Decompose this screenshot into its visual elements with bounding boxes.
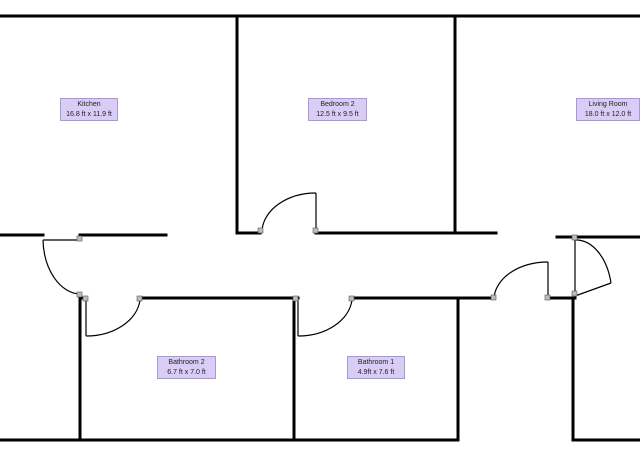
room-dimensions: 6.7 ft x 7.0 ft bbox=[167, 369, 206, 376]
room-label-kitchen: Kitchen 16.8 ft x 11.9 ft bbox=[60, 98, 118, 121]
room-name: Bathroom 1 bbox=[357, 359, 395, 366]
room-label-bathroom-2: Bathroom 2 6.7 ft x 7.0 ft bbox=[157, 356, 216, 379]
room-label-living-room: Living Room 18.0 ft x 12.0 ft bbox=[576, 98, 640, 121]
room-dimensions: 12.5 ft x 9.5 ft bbox=[316, 111, 359, 118]
room-name: Bedroom 2 bbox=[320, 101, 355, 108]
door-bedroom2 bbox=[257, 192, 319, 234]
walls bbox=[0, 14, 640, 442]
room-dimensions: 4.9ft x 7.6 ft bbox=[357, 369, 395, 376]
room-dimensions: 16.8 ft x 11.9 ft bbox=[66, 111, 112, 118]
doors bbox=[42, 192, 612, 337]
room-name: Kitchen bbox=[77, 101, 101, 108]
door-corridor bbox=[490, 261, 551, 301]
room-label-bathroom-1: Bathroom 1 4.9ft x 7.6 ft bbox=[347, 356, 405, 379]
door-kitchen bbox=[42, 235, 83, 298]
door-bathroom2 bbox=[82, 295, 143, 337]
room-name: Living Room bbox=[588, 101, 628, 108]
room-dimensions: 18.0 ft x 12.0 ft bbox=[584, 111, 632, 118]
door-bathroom1 bbox=[292, 295, 355, 337]
room-label-bedroom-2: Bedroom 2 12.5 ft x 9.5 ft bbox=[308, 98, 367, 121]
door-living-room bbox=[571, 234, 612, 297]
room-name: Bathroom 2 bbox=[168, 359, 205, 366]
